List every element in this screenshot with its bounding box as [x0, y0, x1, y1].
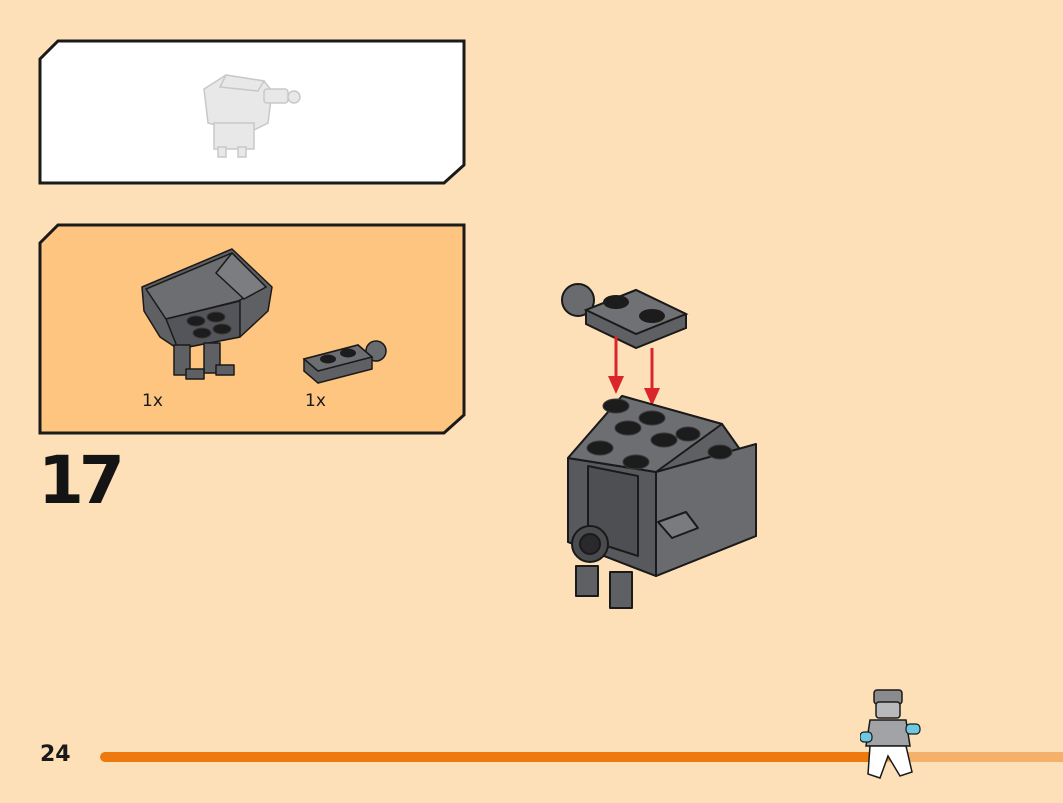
step-number: 17 — [38, 442, 125, 519]
parts-list-panel: 1x 1x — [38, 223, 466, 435]
assembly-illustration — [561, 283, 757, 609]
page-number: 24 — [40, 742, 71, 767]
wedge-bucket-brick-icon — [141, 248, 273, 380]
progress-bar-fill — [100, 752, 890, 762]
down-arrow-icon — [608, 336, 660, 406]
plate-with-ball-joint-icon — [561, 283, 689, 350]
minifigure-runner-icon — [859, 689, 921, 779]
plate-with-ball-joint-icon — [302, 340, 387, 384]
part-quantity-label: 1x — [142, 391, 163, 411]
progress-bar — [100, 752, 1063, 762]
part-quantity-label: 1x — [305, 391, 326, 411]
overview-panel — [38, 39, 466, 185]
model-overview-ghost-icon — [203, 74, 301, 158]
wedge-bucket-brick-icon — [567, 395, 757, 609]
